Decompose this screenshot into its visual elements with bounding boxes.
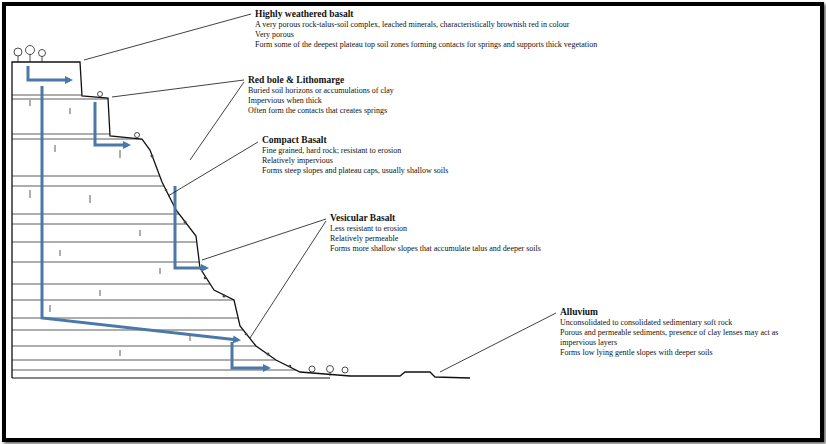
water-flow-arrows xyxy=(28,66,268,368)
layer-note: Porous and permeable sediments, presence… xyxy=(560,328,814,348)
layer-note: Relatively permeable xyxy=(330,234,541,244)
layer-note: Forms low lying gentle slopes with deepe… xyxy=(560,348,814,358)
rock-layers xyxy=(12,95,480,370)
label-group: Red bole & LithomargeBuried soil horizon… xyxy=(248,74,394,116)
layer-note: Unconsolidated to consolidated sedimenta… xyxy=(560,318,814,328)
layer-note: Buried soil horizons or accumulations of… xyxy=(248,86,394,96)
layer-note: Impervious when thick xyxy=(248,96,394,106)
layer-note: Very porous xyxy=(255,30,597,40)
leader-lines xyxy=(84,14,556,372)
layer-heading: Vesicular Basalt xyxy=(330,212,541,224)
layer-heading: Red bole & Lithomarge xyxy=(248,74,394,86)
layer-note: Fine grained, hard rock; resistant to er… xyxy=(262,146,448,156)
layer-note: Relatively impervious xyxy=(262,156,448,166)
label-group: Vesicular BasaltLess resistant to erosio… xyxy=(330,212,541,254)
layer-heading: Highly weathered basalt xyxy=(255,8,597,20)
label-group: AlluviumUnconsolidated to consolidated s… xyxy=(560,306,814,358)
layer-note: Less resistant to erosion xyxy=(330,224,541,234)
talus xyxy=(151,155,292,368)
layer-heading: Alluvium xyxy=(560,306,814,318)
layer-note: Often form the contacts that creates spr… xyxy=(248,106,394,116)
layer-note: A very porous rock-talus-soil complex, l… xyxy=(255,20,597,30)
label-group: Compact BasaltFine grained, hard rock; r… xyxy=(262,134,448,176)
layer-note: Forms steep slopes and plateau caps, usu… xyxy=(262,166,448,176)
layer-note: Forms more shallow slopes that accumulat… xyxy=(330,244,541,254)
label-group: Highly weathered basaltA very porous roc… xyxy=(255,8,597,50)
layer-heading: Compact Basalt xyxy=(262,134,448,146)
layer-note: Form some of the deepest plateau top soi… xyxy=(255,40,597,50)
trees xyxy=(14,46,348,377)
